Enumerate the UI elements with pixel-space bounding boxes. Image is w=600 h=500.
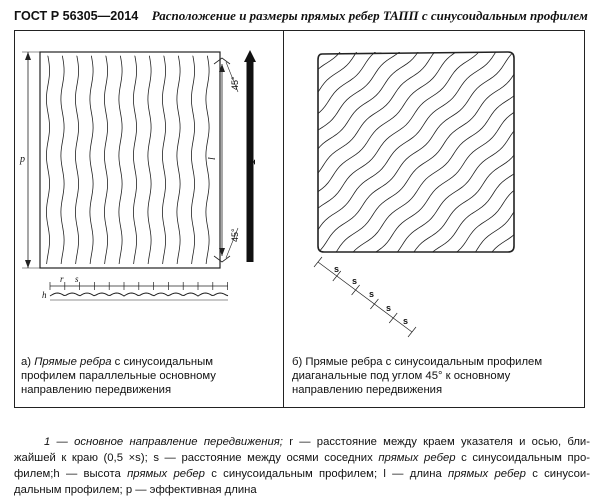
rib-a — [205, 55, 210, 265]
standard-number: ГОСТ Р 56305—2014 — [14, 9, 139, 23]
rib-b — [318, 52, 514, 252]
rib-b — [350, 89, 514, 252]
legend-notes: 1 — основное направление передвижения; r… — [14, 436, 590, 496]
rib-a — [103, 55, 109, 265]
s-dimension-line — [317, 261, 413, 333]
s-tick — [388, 312, 398, 324]
angle-top-label: 45° — [230, 76, 240, 90]
s-tick — [407, 326, 417, 338]
sinusoidal-profile — [49, 292, 229, 297]
caption-a-emphasis: Прямые ребра — [34, 356, 112, 368]
rib-b — [390, 128, 514, 252]
rib-a — [74, 55, 80, 265]
figure-b-drawing — [313, 51, 515, 338]
page-header: ГОСТ Р 56305—2014 Расположение и размеры… — [14, 8, 594, 28]
rib-b — [318, 52, 462, 195]
rib-b — [318, 52, 442, 176]
caption-a: а) Прямые ребра с синусоидальным профиле… — [21, 356, 216, 396]
rib-b — [318, 52, 482, 215]
rib-b — [360, 99, 514, 252]
direction-label: 1 — [247, 159, 258, 165]
tile-outline — [39, 51, 221, 269]
rib-b — [370, 109, 514, 252]
tile-outline-b — [317, 51, 515, 253]
s-tick — [313, 256, 323, 268]
s-label-4: s — [386, 303, 391, 313]
rib-b — [318, 52, 491, 225]
rib-b — [321, 59, 514, 252]
rib-a — [132, 55, 138, 265]
figure-divider — [283, 30, 284, 408]
s-tick — [351, 284, 360, 296]
rib-b — [400, 138, 514, 252]
r-label: r — [60, 274, 64, 284]
rib-a — [89, 55, 94, 265]
rib-b — [318, 52, 402, 136]
profile-spacing-ticks — [49, 282, 228, 290]
caption-b: б) Прямые ребра с синусоидальным профиле… — [292, 356, 543, 396]
rib-a — [176, 55, 181, 265]
s-tick — [370, 298, 379, 310]
rib-b — [410, 148, 514, 252]
rib-a — [118, 55, 123, 265]
s-label: s — [75, 274, 79, 284]
figure-frame — [14, 30, 585, 408]
chamfer-bottom — [213, 255, 231, 263]
rib-a — [147, 55, 152, 265]
rib-b — [318, 52, 514, 252]
page-title: Расположение и размеры прямых ребер ТАПП… — [151, 8, 588, 23]
rib-b — [318, 52, 422, 156]
rib-b — [318, 52, 514, 252]
chamfer-top — [213, 57, 231, 65]
diagonal-ribs — [318, 52, 514, 252]
rib-a — [45, 55, 51, 265]
s-label-2: s — [352, 276, 357, 286]
l-label: l — [207, 157, 218, 160]
s-label-1: s — [334, 264, 339, 274]
angle-bottom-label: 45° — [230, 228, 240, 242]
s-tick — [332, 270, 342, 282]
rib-b — [341, 79, 514, 252]
s-label-5: s — [403, 316, 408, 326]
rib-a — [190, 55, 196, 265]
direction-arrow-head — [244, 50, 256, 62]
rib-b — [318, 52, 412, 146]
rib-b — [331, 69, 514, 252]
p-label: p — [19, 154, 25, 165]
s-labels: s s s s s — [334, 264, 408, 326]
h-label: h — [42, 290, 47, 300]
rib-b — [318, 52, 511, 245]
rib-b — [420, 158, 514, 252]
s-dimension-ticks — [313, 256, 417, 338]
s-label-3: s — [369, 289, 374, 299]
figure-a-drawing — [22, 50, 256, 301]
rib-a — [60, 55, 65, 265]
rib-b — [318, 52, 472, 205]
rib-b — [318, 52, 501, 235]
rib-b — [318, 52, 392, 126]
parallel-ribs — [45, 55, 210, 265]
rib-b — [318, 52, 452, 186]
rib-a — [161, 55, 167, 265]
rib-b — [380, 118, 514, 252]
